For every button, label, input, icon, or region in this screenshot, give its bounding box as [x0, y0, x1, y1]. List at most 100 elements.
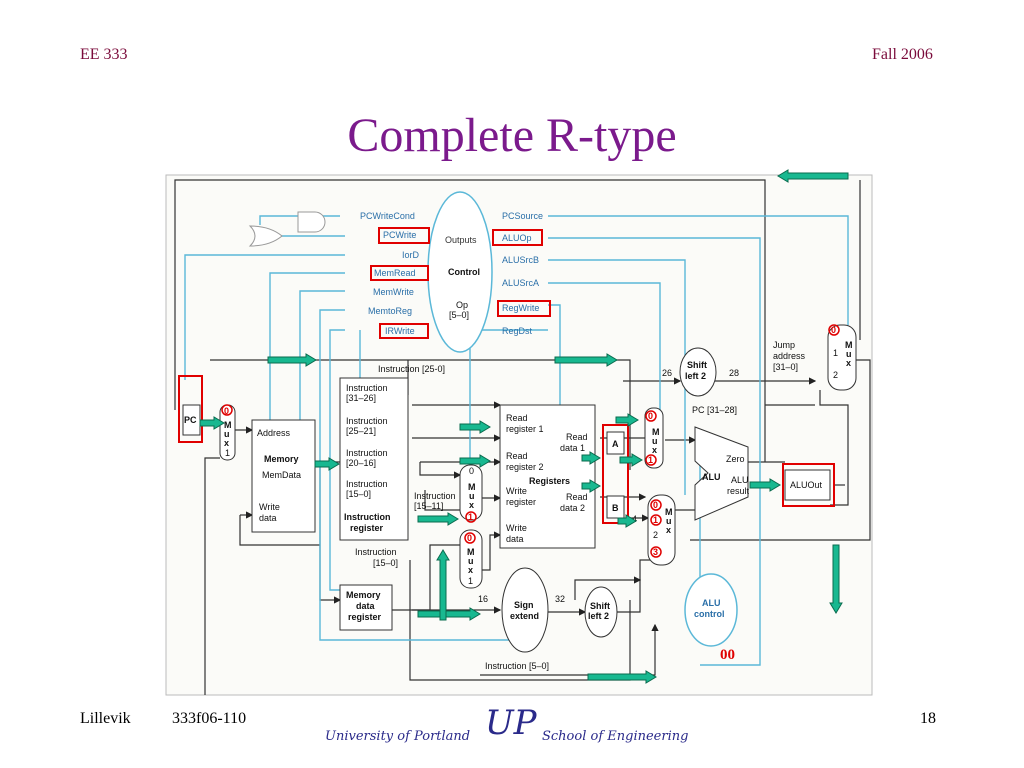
svg-text:Instruction: Instruction	[355, 547, 397, 557]
sign-extend-unit	[501, 567, 549, 653]
svg-text:extend: extend	[510, 611, 539, 621]
up-logo: UP	[485, 703, 538, 743]
term-label: Fall 2006	[872, 46, 933, 63]
flow-arrow	[829, 544, 843, 614]
svg-text:u: u	[469, 491, 475, 501]
svg-text:data: data	[506, 534, 524, 544]
logic-gates	[248, 211, 326, 247]
svg-text:28: 28	[729, 368, 739, 378]
svg-text:address: address	[773, 351, 806, 361]
flow-arrow	[436, 549, 450, 621]
flow-arrow	[749, 478, 781, 492]
pc-mux-in0: 0	[224, 406, 229, 416]
svg-text:PC [31–28]: PC [31–28]	[692, 405, 737, 415]
svg-text:2: 2	[833, 370, 838, 380]
instruction-register	[339, 377, 409, 541]
svg-text:register: register	[506, 497, 536, 507]
sig-pcwrite: PCWrite	[383, 230, 416, 240]
svg-text:1: 1	[648, 455, 653, 465]
svg-text:M: M	[468, 482, 476, 492]
sig-aluop: ALUOp	[502, 233, 532, 243]
svg-text:0: 0	[467, 533, 472, 543]
memory-data-register	[339, 584, 393, 631]
svg-text:[15–0]: [15–0]	[373, 558, 398, 568]
svg-text:26: 26	[662, 368, 672, 378]
ab-highlight	[602, 424, 629, 524]
svg-text:register 1: register 1	[506, 424, 544, 434]
aluout-highlight	[782, 463, 835, 507]
slide-title: Complete R-type	[347, 109, 677, 162]
svg-text:u: u	[666, 516, 672, 526]
svg-text:Instruction: Instruction	[344, 512, 391, 522]
svg-text:2: 2	[653, 530, 658, 540]
flow-arrow	[617, 514, 637, 528]
university-name: University of Portland	[325, 729, 470, 744]
svg-text:Shift: Shift	[687, 360, 707, 370]
pcwrite-highlight	[378, 227, 430, 244]
svg-text:Read: Read	[506, 451, 528, 461]
pcsource-mux	[827, 324, 857, 391]
svg-text:[15–11]: [15–11]	[414, 501, 443, 511]
svg-text:1: 1	[468, 576, 473, 586]
alusrca-mux	[644, 407, 664, 469]
flow-arrow	[587, 670, 657, 684]
svg-text:M: M	[845, 340, 853, 350]
svg-text:x: x	[468, 565, 473, 575]
regwrite-highlight	[497, 300, 551, 317]
svg-text:Write: Write	[506, 486, 527, 496]
author-label: Lillevik	[80, 710, 131, 727]
sig-memread: MemRead	[374, 268, 416, 278]
svg-text:Jump: Jump	[773, 340, 795, 350]
svg-text:Instruction [25-0]: Instruction [25-0]	[378, 364, 445, 374]
svg-text:M: M	[665, 507, 673, 517]
sig-memwrite: MemWrite	[373, 287, 414, 297]
svg-text:0: 0	[653, 500, 658, 510]
svg-text:M: M	[224, 420, 232, 430]
left-control-signals: PCWriteCond PCWrite IorD MemRead MemWrit…	[360, 211, 420, 336]
svg-text:x: x	[469, 500, 474, 510]
flow-arrow	[314, 457, 340, 471]
svg-text:1: 1	[468, 512, 473, 522]
svg-text:Read: Read	[566, 492, 588, 502]
memory-label: Memory	[264, 454, 299, 464]
sig-irwrite: IRWrite	[385, 326, 415, 336]
svg-text:32: 32	[555, 594, 565, 604]
svg-text:Memory: Memory	[346, 590, 381, 600]
flow-arrow	[459, 454, 491, 468]
school-name: School of Engineering	[542, 729, 688, 744]
svg-text:M: M	[467, 547, 475, 557]
flow-arrow	[199, 416, 225, 430]
svg-text:Read: Read	[506, 413, 528, 423]
svg-text:u: u	[652, 436, 658, 446]
svg-text:Instruction: Instruction	[414, 491, 456, 501]
memdata-label: MemData	[262, 470, 301, 480]
svg-text:ALU: ALU	[702, 598, 721, 608]
course-code-label: 333f06-110	[172, 710, 247, 727]
svg-text:ALU: ALU	[731, 475, 749, 485]
svg-text:data 2: data 2	[560, 503, 585, 513]
svg-text:u: u	[224, 429, 230, 439]
svg-text:0: 0	[648, 411, 653, 421]
svg-text:Instruction: Instruction	[346, 383, 388, 393]
svg-text:x: x	[666, 525, 671, 535]
shift-left2-upper	[679, 347, 717, 397]
memory-unit	[251, 419, 316, 533]
alu	[694, 426, 749, 521]
active-signal-highlights	[178, 227, 835, 524]
svg-text:[31–0]: [31–0]	[773, 362, 798, 372]
svg-text:x: x	[652, 445, 657, 455]
flow-arrow	[554, 353, 618, 367]
pc-highlight	[178, 375, 203, 443]
sig-iord: IorD	[402, 250, 420, 260]
register-file	[499, 404, 596, 549]
flow-arrow	[417, 607, 481, 621]
svg-text:Instruction: Instruction	[346, 416, 388, 426]
svg-text:Shift: Shift	[590, 601, 610, 611]
irwrite-highlight	[379, 323, 429, 339]
sig-pcwritecond: PCWriteCond	[360, 211, 415, 221]
svg-text:1: 1	[225, 448, 230, 458]
shift-left2-lower	[584, 586, 618, 638]
svg-text:register: register	[348, 612, 382, 622]
flow-arrow	[581, 451, 601, 465]
